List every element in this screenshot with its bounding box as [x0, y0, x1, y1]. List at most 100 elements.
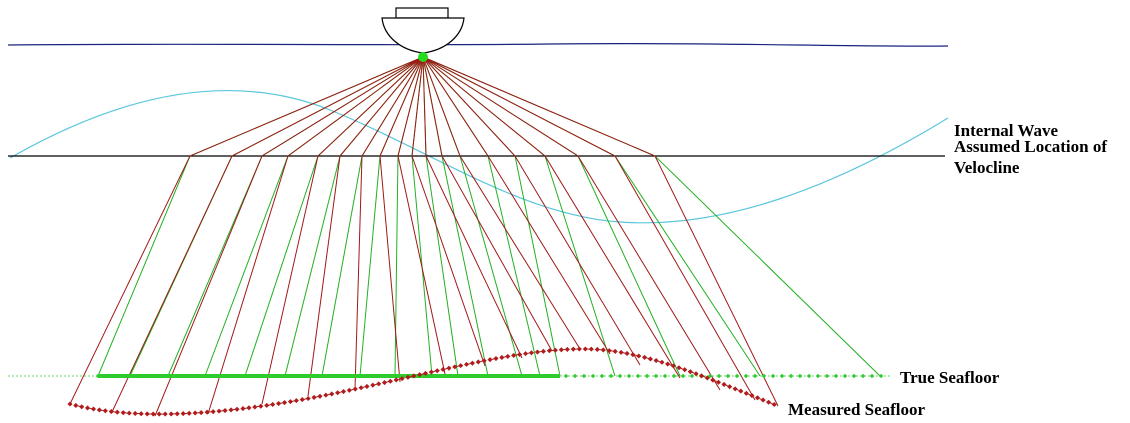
- measured-sounding-113: [727, 384, 733, 390]
- true-sounding-25: [311, 373, 317, 379]
- measured-ray-12: [422, 56, 553, 352]
- true-sounding-54: [572, 373, 578, 379]
- measured-sounding-45: [329, 391, 335, 397]
- measured-sounding-85: [564, 346, 570, 352]
- measured-sounding-107: [693, 371, 699, 377]
- measured-sounding-79: [528, 350, 535, 356]
- measured-sounding-35: [270, 401, 276, 408]
- measured-sounding-84: [558, 347, 564, 353]
- true-sounding-73: [743, 373, 749, 379]
- true-sounding-61: [635, 373, 641, 379]
- measured-sounding-44: [323, 392, 329, 398]
- measured-sounding-50: [358, 385, 364, 391]
- true-sounding-50: [536, 373, 542, 379]
- measured-sounding-33: [258, 403, 264, 409]
- measured-sounding-121: [771, 401, 777, 408]
- true-sounding-26: [320, 373, 326, 379]
- measured-sounding-47: [340, 388, 347, 395]
- measured-sounding-116: [743, 390, 749, 396]
- true-sounding-80: [806, 373, 812, 379]
- sea-surface-line: [7, 42, 949, 47]
- measured-sounding-3: [79, 404, 85, 410]
- measured-ray-18: [422, 56, 756, 401]
- measured-sounding-119: [760, 397, 766, 403]
- measured-sounding-7: [102, 408, 108, 414]
- measured-ray-4: [207, 56, 424, 415]
- true-sounding-87: [869, 373, 875, 379]
- measured-seafloor-soundings: [67, 346, 777, 417]
- measured-sounding-115: [738, 388, 744, 394]
- true-sounding-30: [356, 373, 362, 379]
- measured-sounding-21: [186, 410, 192, 416]
- measured-sounding-87: [576, 346, 582, 352]
- measured-sounding-94: [618, 349, 624, 355]
- measured-sounding-16: [156, 411, 162, 417]
- measured-ray-11: [422, 56, 523, 359]
- true-sounding-76: [770, 373, 776, 379]
- true-ray-paths: [97, 56, 881, 377]
- true-ray-3: [167, 56, 424, 377]
- measured-sounding-40: [299, 397, 305, 403]
- velocline-label: Assumed Location of Velocline: [954, 137, 1108, 177]
- measured-sounding-111: [715, 379, 722, 385]
- measured-sounding-72: [487, 357, 493, 363]
- measured-sounding-120: [766, 399, 772, 405]
- measured-ray-17: [422, 56, 721, 391]
- measured-sounding-46: [335, 390, 341, 396]
- true-sounding-23: [293, 373, 299, 379]
- measured-sounding-13: [138, 411, 144, 417]
- true-sounding-45: [491, 373, 497, 379]
- measured-sounding-118: [754, 395, 761, 401]
- measured-sounding-25: [210, 409, 216, 415]
- true-sounding-78: [788, 373, 794, 379]
- true-sounding-82: [824, 373, 830, 379]
- measured-sounding-83: [552, 347, 558, 353]
- true-sounding-14: [212, 373, 218, 379]
- measured-sounding-2: [73, 402, 79, 408]
- measured-seafloor-label: Measured Seafloor: [788, 400, 926, 419]
- true-sounding-55: [581, 373, 587, 379]
- measured-sounding-62: [428, 369, 434, 375]
- measured-sounding-9: [114, 409, 120, 415]
- true-ray-8: [359, 56, 424, 377]
- measured-sounding-52: [370, 382, 376, 388]
- measured-ray-15: [422, 56, 641, 366]
- true-sounding-66: [680, 373, 686, 379]
- true-sounding-20: [266, 373, 272, 379]
- true-sounding-33: [383, 373, 389, 379]
- measured-sounding-59: [411, 373, 417, 379]
- measured-ray-6: [307, 56, 424, 397]
- measured-sounding-81: [540, 348, 546, 354]
- measured-sounding-106: [687, 369, 693, 375]
- measured-sounding-4: [85, 405, 91, 411]
- measured-sounding-86: [570, 346, 576, 352]
- true-sounding-51: [545, 373, 551, 379]
- true-sounding-28: [338, 373, 344, 379]
- measured-sounding-24: [204, 409, 210, 415]
- true-sounding-46: [500, 373, 506, 379]
- true-sounding-63: [653, 373, 659, 379]
- measured-sounding-98: [642, 354, 648, 360]
- true-sounding-64: [662, 373, 668, 379]
- true-sounding-12: [194, 373, 200, 379]
- true-sounding-8: [158, 373, 164, 379]
- measured-sounding-39: [293, 398, 299, 404]
- true-sounding-39: [437, 373, 443, 379]
- true-sounding-18: [248, 373, 254, 379]
- measured-ray-10: [411, 56, 486, 367]
- measured-sounding-38: [287, 399, 293, 405]
- internal-wave-curve: [9, 90, 949, 224]
- measured-ray-8: [379, 56, 424, 383]
- true-sounding-75: [761, 373, 767, 379]
- true-seafloor-soundings: [95, 373, 884, 379]
- measured-sounding-15: [150, 411, 156, 417]
- measured-sounding-6: [96, 407, 102, 413]
- measured-sounding-91: [600, 347, 606, 353]
- measured-sounding-101: [659, 359, 665, 365]
- true-sounding-9: [167, 373, 173, 379]
- measured-sounding-76: [511, 352, 517, 358]
- true-ray-19: [422, 56, 881, 377]
- true-seafloor-label: True Seafloor: [900, 368, 1000, 387]
- measured-ray-14: [422, 56, 611, 355]
